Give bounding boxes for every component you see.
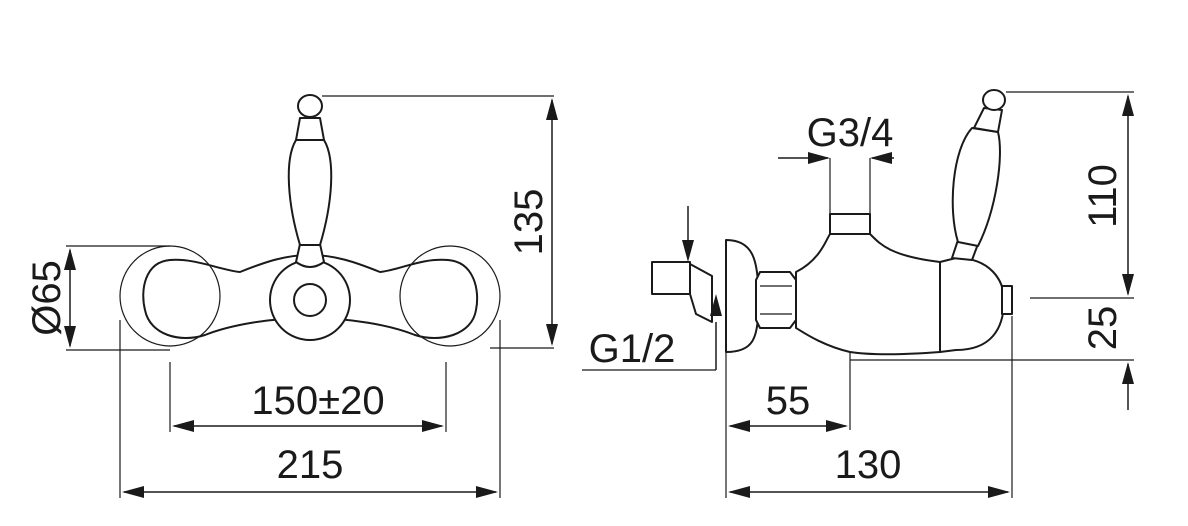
right-escutcheon xyxy=(399,245,501,347)
dim-150-20: 150±20 xyxy=(251,379,384,423)
side-hub-cap xyxy=(1001,285,1013,315)
dim-110: 110 xyxy=(1081,164,1125,228)
hub-cap xyxy=(293,283,327,317)
front-lever-collar xyxy=(295,117,325,141)
side-body xyxy=(795,233,941,356)
front-lever-stem xyxy=(295,243,325,268)
dim-135: 135 xyxy=(507,189,551,256)
wall-flange xyxy=(725,239,761,353)
side-hub xyxy=(939,257,1005,353)
dim-g1-2: G1/2 xyxy=(589,327,676,371)
inlet-eccentric xyxy=(689,263,713,323)
dim-130: 130 xyxy=(835,443,902,487)
dim-25: 25 xyxy=(1081,306,1125,351)
hex-nut xyxy=(755,271,797,329)
side-lever-handle xyxy=(951,127,1001,247)
top-outlet xyxy=(829,213,871,235)
front-lever-handle xyxy=(287,139,333,246)
side-lever-collar xyxy=(973,107,1003,133)
front-view: 135 Ø65 150±20 215 xyxy=(25,94,558,498)
front-lever-knob xyxy=(297,94,323,118)
side-view: G3/4 G1/2 110 25 55 130 xyxy=(582,89,1134,498)
dim-g3-4: G3/4 xyxy=(807,111,894,155)
dim-55: 55 xyxy=(766,379,811,423)
side-lever-knob xyxy=(982,89,1006,111)
dim-215: 215 xyxy=(277,443,344,487)
inlet-pipe xyxy=(651,261,691,295)
dim-diameter-65: Ø65 xyxy=(25,260,69,336)
